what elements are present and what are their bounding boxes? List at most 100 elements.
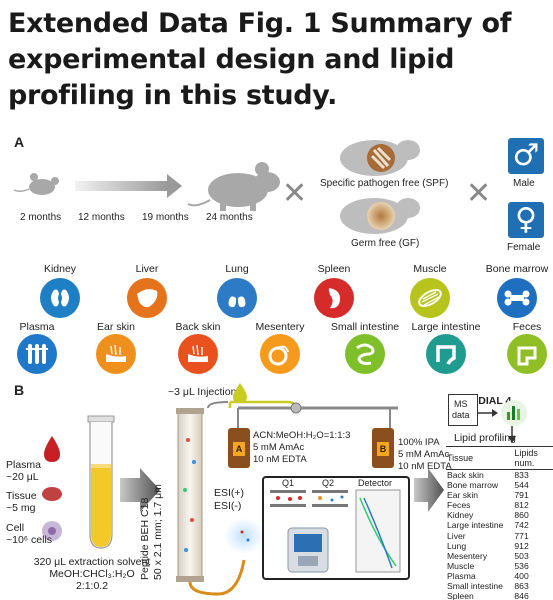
tissue-label-lung: Lung <box>225 263 249 275</box>
table-cell-tissue: Lung <box>447 540 467 551</box>
table-cell-tissue: Large intestine <box>447 520 504 531</box>
tissue-sample-label: Tissue <box>6 490 37 502</box>
cross-icon: ✕ <box>282 176 308 211</box>
table-cell-tissue: Ear skin <box>447 490 479 501</box>
mesentery-icon <box>260 334 300 374</box>
extraction-tube-icon <box>87 415 115 549</box>
table-cell-count: 742 <box>514 520 529 531</box>
table-cell-tissue: Kidney <box>447 510 474 521</box>
tissue-label-liver: Liver <box>135 263 159 275</box>
ms-detector-label: Detector <box>358 478 393 488</box>
age-label-2: 12 months <box>78 212 125 223</box>
liver-icon <box>127 278 167 318</box>
solvent-a-bottle: A <box>228 428 250 468</box>
old-mouse-icon <box>187 162 280 211</box>
column-dims: 50 x 2.1 mm; 1.7 μm <box>152 484 164 580</box>
column-name: Peptide BEH C18 <box>139 497 151 580</box>
table-cell-count: 400 <box>514 570 529 581</box>
table-cell-tissue: Muscle <box>447 560 475 571</box>
age-label-1: 2 months <box>20 212 62 223</box>
panel-a-label: A <box>14 134 25 150</box>
table-row: Liver 771 <box>446 531 553 541</box>
table-cell-count: 812 <box>514 500 529 511</box>
tissue-label-mesentery: Mesentery <box>255 321 305 333</box>
table-row: Plasma 400 <box>446 571 553 581</box>
spf-mouse-icon <box>340 140 420 176</box>
extraction-ratio: 2:1:0.2 <box>75 580 109 592</box>
muscle-icon <box>410 278 450 318</box>
solvent-a-line-2: 5 mM AmAc <box>253 442 305 453</box>
tissue-label-muscle: Muscle <box>413 263 447 275</box>
esi-negative-label: ESI(-) <box>214 500 242 512</box>
tissue-label-plasma: Plasma <box>19 321 55 333</box>
tissue-label-back-skin: Back skin <box>175 321 221 333</box>
ms-dial-logo <box>478 400 527 426</box>
panel-b-label: B <box>14 382 25 398</box>
lc-system <box>176 400 398 596</box>
gf-label: Germ free (GF) <box>351 238 420 249</box>
back-skin-icon <box>178 334 218 374</box>
tissue-label-small-intestine: Small intestine <box>330 321 400 333</box>
plasma-drop-icon <box>44 436 60 462</box>
solvent-a-line-3: 10 nM EDTA <box>253 454 307 465</box>
table-row: Large intestine 742 <box>446 520 553 530</box>
tissue-label-feces: Feces <box>512 321 542 333</box>
table-row: Bone marrow 544 <box>446 480 553 490</box>
table-cell-tissue: Feces <box>447 500 471 511</box>
table-cell-tissue: Plasma <box>447 570 476 581</box>
table-cell-tissue: Small intestine <box>447 581 503 592</box>
plasma-tubes-icon <box>17 334 57 374</box>
injection-label: ~3 μL Injection <box>168 386 237 398</box>
condition-mice <box>340 140 420 234</box>
plasma-sample-label: Plasma <box>6 459 42 471</box>
male-label: Male <box>513 178 535 189</box>
table-cell-count: 846 <box>514 591 529 600</box>
solvent-b-line-1: 100% IPA <box>398 437 440 448</box>
figure-title: Extended Data Fig. 1 Summary of experime… <box>8 8 512 111</box>
table-cell-count: 503 <box>514 550 529 561</box>
table-row: Feces 812 <box>446 500 553 510</box>
cross-icon-2: ✕ <box>466 176 492 211</box>
ms-q2-label: Q2 <box>322 478 335 488</box>
solvent-b-line-3: 10 nM EDTA <box>398 461 452 472</box>
tissue-amount: ~5 mg <box>6 502 36 514</box>
table-header-row: Tissue Lipids num. <box>446 446 553 470</box>
gf-mouse-icon <box>340 198 420 234</box>
table-cell-count: 771 <box>514 530 529 541</box>
tissue-label-large-intestine: Large intestine <box>411 321 481 333</box>
tissue-label-ear-skin: Ear skin <box>97 321 135 333</box>
extraction-ratio-solvents: MeOH:CHCl₃:H₂O <box>49 568 135 580</box>
table-cell-count: 544 <box>514 480 529 491</box>
female-icon: ♀ <box>508 202 544 238</box>
table-cell-count: 536 <box>514 560 529 571</box>
ear-skin-icon <box>96 334 136 374</box>
solvent-a-line-1: ACN:MeOH:H₂O=1:1:3 <box>253 430 351 441</box>
tissue-label-kidney: Kidney <box>43 263 77 275</box>
table-header-lipids: Lipids num. <box>504 446 553 470</box>
spf-label: Specific pathogen free (SPF) <box>320 178 449 189</box>
lung-icon <box>217 278 257 318</box>
ms-drawing <box>270 489 401 573</box>
age-arrow <box>75 181 167 191</box>
table-cell-count: 833 <box>514 470 529 480</box>
injection-drop-icon <box>233 383 247 403</box>
ms-schematic: Q1 Q2 Detector <box>262 476 410 580</box>
table-cell-tissue: Liver <box>447 530 466 541</box>
ms-data-file-icon: MS data <box>448 394 478 426</box>
tissue-label-bone-marrow: Bone marrow <box>485 263 549 275</box>
lipid-profiling-title: Lipid profiling <box>454 432 516 444</box>
male-icon: ♂ <box>508 138 544 174</box>
young-mouse-icon <box>13 173 59 195</box>
feces-icon <box>507 334 547 374</box>
table-cell-tissue: Bone marrow <box>447 480 499 491</box>
large-intestine-icon <box>426 334 466 374</box>
cell-sample-label: Cell <box>6 522 25 534</box>
table-row: Muscle 536 <box>446 561 553 571</box>
table-cell-count: 912 <box>514 540 529 551</box>
kidney-icon <box>40 278 80 318</box>
